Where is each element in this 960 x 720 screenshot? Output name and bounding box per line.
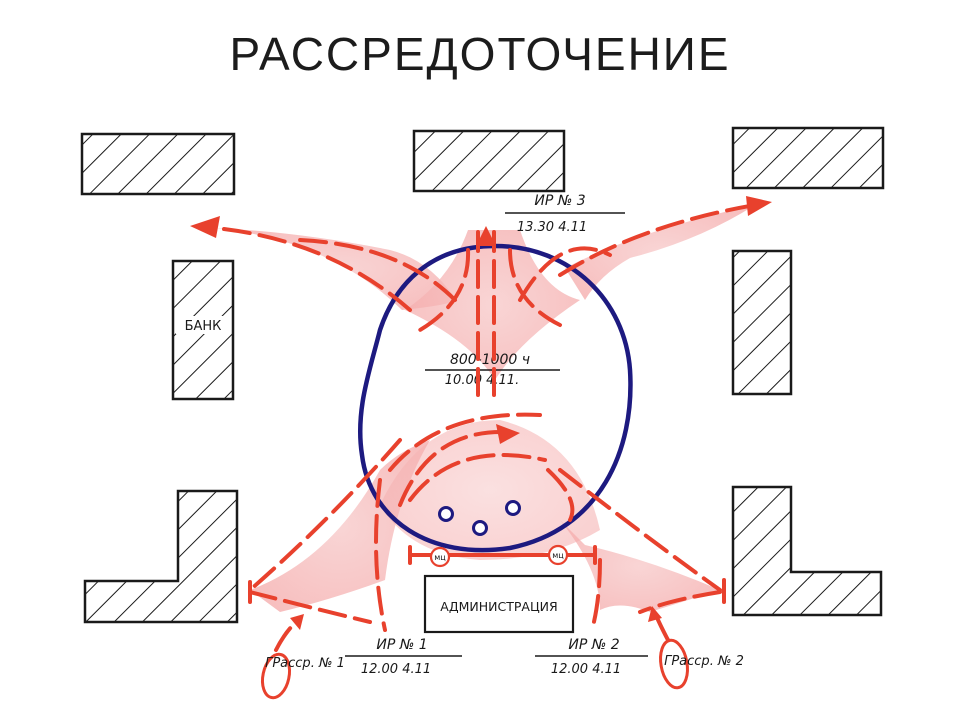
bank-label-bg <box>176 316 230 334</box>
arrow-inner <box>496 424 520 444</box>
fan-upper-right <box>565 205 755 300</box>
route-upper-left-2 <box>298 238 457 302</box>
fan-upper-left <box>215 228 456 310</box>
sign-label: мц <box>552 551 564 560</box>
person-marker <box>438 506 454 522</box>
group-1: ГРасср. № 1 <box>260 614 345 700</box>
group-1-ellipse <box>260 652 292 700</box>
building-right-middle <box>731 249 793 396</box>
route-inner-arc-4 <box>546 468 575 522</box>
building-administration <box>423 574 575 634</box>
point-ir-1: ИР № 1 12.00 4.11 <box>345 637 462 677</box>
arrow-upper-right <box>746 196 772 216</box>
route-lower-right-1 <box>558 468 722 592</box>
sign-marker <box>429 546 451 568</box>
building-bottom-right <box>731 485 883 617</box>
group-1-route <box>274 618 300 652</box>
sign-marker <box>547 544 569 566</box>
route-inner-arc-2 <box>408 453 547 502</box>
arrow-upper-left <box>190 216 220 238</box>
arrow-center-up <box>476 226 496 246</box>
person-marker <box>472 520 488 536</box>
group-1-label: ГРасср. № 1 <box>265 656 345 671</box>
administration-label: АДМИНИСТРАЦИЯ <box>440 599 557 614</box>
route-center-up-4 <box>508 248 562 327</box>
sign-label: мц <box>434 553 446 562</box>
group-1-arrow <box>290 614 304 630</box>
route-inner-arc-3 <box>388 412 542 472</box>
point-ir-3-name: ИР № 3 <box>534 193 585 209</box>
point-ir-3: ИР № 3 13.30 4.11 <box>505 193 625 235</box>
group-2: ГРасср. № 2 <box>648 606 744 690</box>
point-ir-1-time: 12.00 4.11 <box>361 662 431 677</box>
point-ir-2-name: ИР № 2 <box>568 637 619 653</box>
person-marker <box>505 500 521 516</box>
route-lower-right-3 <box>638 590 722 614</box>
crowd-count: 800-1000 ч <box>450 352 530 368</box>
route-lower-left-3 <box>248 590 372 624</box>
route-center-up-3 <box>418 248 471 332</box>
crowd-time: 10.00 4.11. <box>445 373 519 388</box>
route-lower-left-1 <box>248 438 402 592</box>
point-ir-2: ИР № 2 12.00 4.11 <box>535 637 648 677</box>
route-upper-right-2 <box>518 246 612 302</box>
building-bottom-left <box>83 489 239 624</box>
point-ir-1-name: ИР № 1 <box>376 637 427 653</box>
point-ir-3-time: 13.30 4.11 <box>517 220 587 235</box>
route-lower-right-2 <box>590 558 602 632</box>
fan-lower-left <box>250 440 430 612</box>
point-ir-2-time: 12.00 4.11 <box>551 662 621 677</box>
route-upper-right <box>558 203 757 277</box>
bank-label: БАНК <box>185 319 222 334</box>
building-top-left <box>80 132 236 196</box>
fan-lower-right <box>560 520 720 612</box>
crowd-circle <box>357 243 633 553</box>
page-title: РАССРЕДОТОЧЕНИЕ <box>229 28 730 80</box>
route-lower-left-2 <box>374 478 387 632</box>
route-upper-left <box>213 226 412 312</box>
group-2-label: ГРасср. № 2 <box>664 654 744 669</box>
route-inner-arc-1 <box>398 429 507 507</box>
building-top-right <box>731 126 885 190</box>
building-top-center <box>412 129 566 193</box>
group-2-arrow <box>648 606 662 622</box>
